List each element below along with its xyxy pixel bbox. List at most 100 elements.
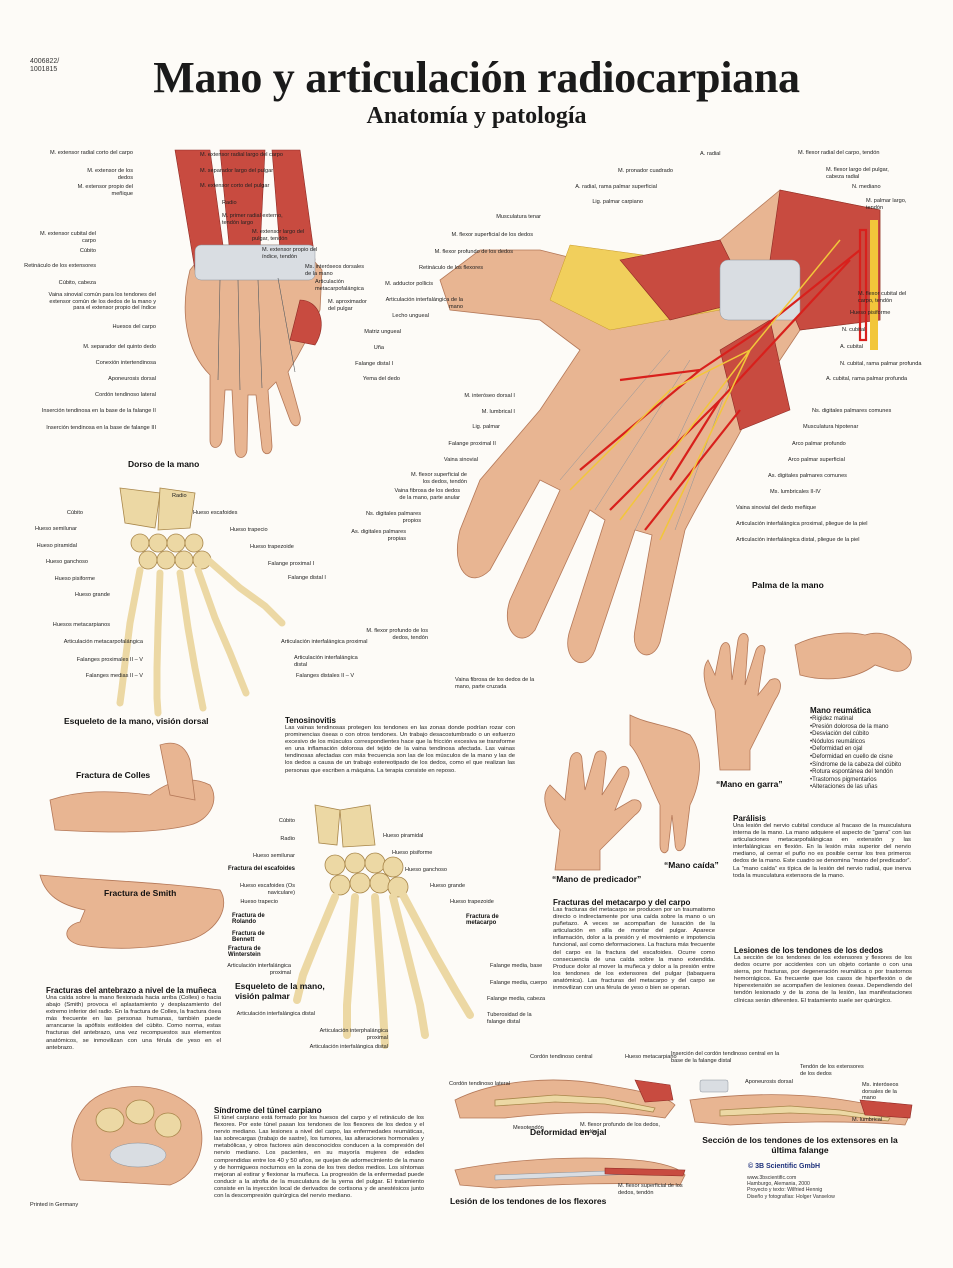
palm-label: Uña [373, 345, 384, 351]
dorsal-label: Articulación metacarpofalángica [315, 279, 364, 292]
extensor-injury-label: Aponeurosis dorsal [745, 1079, 793, 1085]
dorsal-label: Cordón tendinoso lateral [95, 392, 156, 398]
skeleton-label: Falanges distales II – V [296, 673, 355, 679]
list-item: Desviación del cúbito [810, 731, 901, 739]
palm-label: Falange proximal II [448, 441, 496, 447]
skeleton-label: Falange proximal I [268, 561, 315, 567]
palm-label: Articulación interfalángica de la mano [385, 297, 463, 310]
skeleton-label: Cúbito [66, 510, 83, 516]
flexor-injury-label: Mesotendón [513, 1125, 544, 1131]
palmar-skeleton-label: Hueso grande [430, 883, 466, 889]
list-item: Presión dolorosa de la mano [810, 724, 901, 732]
extensor-injury-label: Tendón de los extensores de los dedos [800, 1064, 864, 1077]
tendon-injury-text: La sección de los tendones de los extens… [734, 955, 912, 1004]
palm-label: M. interóseo dorsal I [464, 393, 515, 399]
palmar-skeleton-label: Tuberosidad de la falange distal [487, 1012, 532, 1025]
palm-label: M. pronador cuadrado [617, 168, 673, 174]
list-item: Deformidad en cuello de cisne [810, 754, 901, 762]
skeleton-label: Falange distal I [288, 575, 326, 581]
tenosinovitis-text: Las vainas tendinosas protegen los tendo… [285, 725, 515, 774]
palm-label: A. cubital [840, 344, 864, 350]
credits-line: Diseño y fotografías: Holger Vanselow [747, 1193, 835, 1200]
extensor-injury-caption: Sección de los tendones de los extensore… [702, 1135, 898, 1155]
palm-caption: Palma de la mano [752, 580, 824, 590]
dorsal-label: Huesos del carpo [112, 324, 156, 330]
palm-label: M. flexor cubital del carpo, tendón [858, 291, 907, 304]
palmar-skeleton-label: Articulación interfalángica distal [309, 1044, 388, 1050]
tendon-injury-heading: Lesiones de los tendones de los dedos [734, 946, 883, 955]
preacher-hand-caption: “Mano de predicador” [552, 874, 642, 884]
flexor-injury-illustration [454, 1157, 686, 1189]
skeleton-label: Articulación metacarpofalángica [63, 639, 143, 645]
palmar-skeleton-label: Cúbito [278, 818, 295, 824]
palm-label: Matriz ungueal [364, 329, 401, 335]
palm-illustration [439, 189, 881, 663]
palm-label: A. radial [700, 151, 721, 157]
skeleton-label: Huesos metacarpianos [52, 622, 110, 628]
colles-fracture-caption: Fractura de Colles [76, 770, 151, 780]
palmar-skeleton-fracture-label: Fractura de Bennett [232, 931, 265, 943]
palm-label: M. flexor radial del carpo, tendón [798, 150, 880, 156]
skeleton-label: Hueso ganchoso [46, 559, 88, 565]
buttonhole-label: Hueso metacarpiano [625, 1054, 677, 1060]
palm-label: Hueso pisiforme [850, 310, 891, 316]
palmar-skeleton-label: Falange media, cabeza [487, 996, 546, 1002]
palmar-skeleton-caption: Esqueleto de la mano, visión palmar [235, 981, 325, 1001]
list-item: Alteraciones de las uñas [810, 784, 901, 792]
dorsal-label: Cúbito, cabeza [58, 280, 96, 286]
palmar-skeleton-label: Hueso trapezoide [450, 899, 494, 905]
extensor-injury-illustration [689, 1079, 913, 1126]
tenosinovitis-heading: Tenosinovitis [285, 716, 336, 725]
palmar-skeleton-label: Hueso pisiforme [392, 850, 433, 856]
dorsal-label: M. aproximador del pulgar [328, 299, 367, 312]
carpal-tunnel-illustration [71, 1086, 203, 1186]
skeleton-label: Hueso trapecio [230, 527, 268, 533]
dorsal-label: Conexión intertendinosa [95, 360, 156, 366]
dorsal-label: Aponeurosis dorsal [108, 376, 156, 382]
metacarpal-text: Las fracturas del metacarpo se producen … [553, 907, 715, 992]
palm-label: Ns. digitales palmares propios [365, 511, 421, 524]
list-item: Rigidez matinal [810, 716, 901, 724]
dorsal-label: Inserción tendinosa en la base de la fal… [41, 408, 156, 414]
claw-hand-illustration [703, 633, 781, 771]
palmar-skeleton-label: Radio [280, 836, 295, 842]
palm-label: A. radial, rama palmar superficial [575, 184, 657, 190]
dorsal-label: M. extensor propio del meñique [77, 184, 133, 197]
palm-label: N. cubital [842, 327, 866, 333]
preacher-hand-illustration [544, 750, 642, 871]
paralysis-text: Una lesión del nervio cubital conduce al… [733, 823, 911, 879]
skeleton-label: Falanges medias II – V [85, 673, 143, 679]
dorsal-label: M. extensor radial largo del carpo [200, 152, 284, 158]
palm-label: Lig. palmar [472, 424, 500, 430]
palmar-skeleton-label: Hueso ganchoso [405, 867, 447, 873]
poster-subtitle: Anatomía y patología [366, 103, 587, 129]
palm-label: As. digitales palmares propias [351, 529, 406, 542]
drop-hand-illustration [629, 714, 700, 854]
palm-label: M. flexor profundo de los dedos, tendón [366, 628, 428, 641]
palm-label: M. adductor pollicis [385, 281, 433, 287]
extensor-injury-label: M. lumbrical [852, 1117, 883, 1123]
dorsal-label: M. extensor de los dedos [87, 168, 133, 181]
palm-label: Lig. palmar carpiano [592, 199, 643, 205]
palmar-skeleton-label: Articulación interfalángica distal [236, 1011, 315, 1017]
palm-label: Ns. digitales palmares comunes [812, 408, 892, 414]
paralysis-heading: Parálisis [733, 814, 766, 823]
palm-label: Yema del dedo [362, 376, 400, 382]
rheumatoid-hand-illustration [794, 632, 912, 680]
buttonhole-label: Cordón tendinoso central [530, 1054, 593, 1060]
dorsal-label: M. extensor cubital del carpo [40, 231, 96, 244]
palm-label: As. digitales palmares comunes [768, 473, 847, 479]
palmar-skeleton-illustration [293, 804, 474, 1049]
colles-fracture-illustration [49, 742, 215, 833]
dorsal-label: M. primer radial externo, tendón largo [222, 213, 283, 226]
rheumatoid-heading: Mano reumática [810, 706, 871, 715]
palm-label: Retináculo de los flexores [418, 265, 483, 271]
palmar-skeleton-label: Falange media, base [490, 963, 543, 969]
skeleton-label: Hueso piramidal [36, 543, 77, 549]
drop-hand-caption: “Mano caída” [664, 860, 719, 870]
extensor-injury-label: Ms. interóseos dorsales de la mano [862, 1082, 899, 1102]
palmar-skeleton-label: Hueso piramidal [383, 833, 424, 839]
dorsal-label: Cúbito [79, 248, 96, 254]
credits-line: Proyecto y texto: Wilfried Hennig [747, 1187, 823, 1194]
brand-logo: © 3B Scientific GmbH [748, 1163, 821, 1170]
